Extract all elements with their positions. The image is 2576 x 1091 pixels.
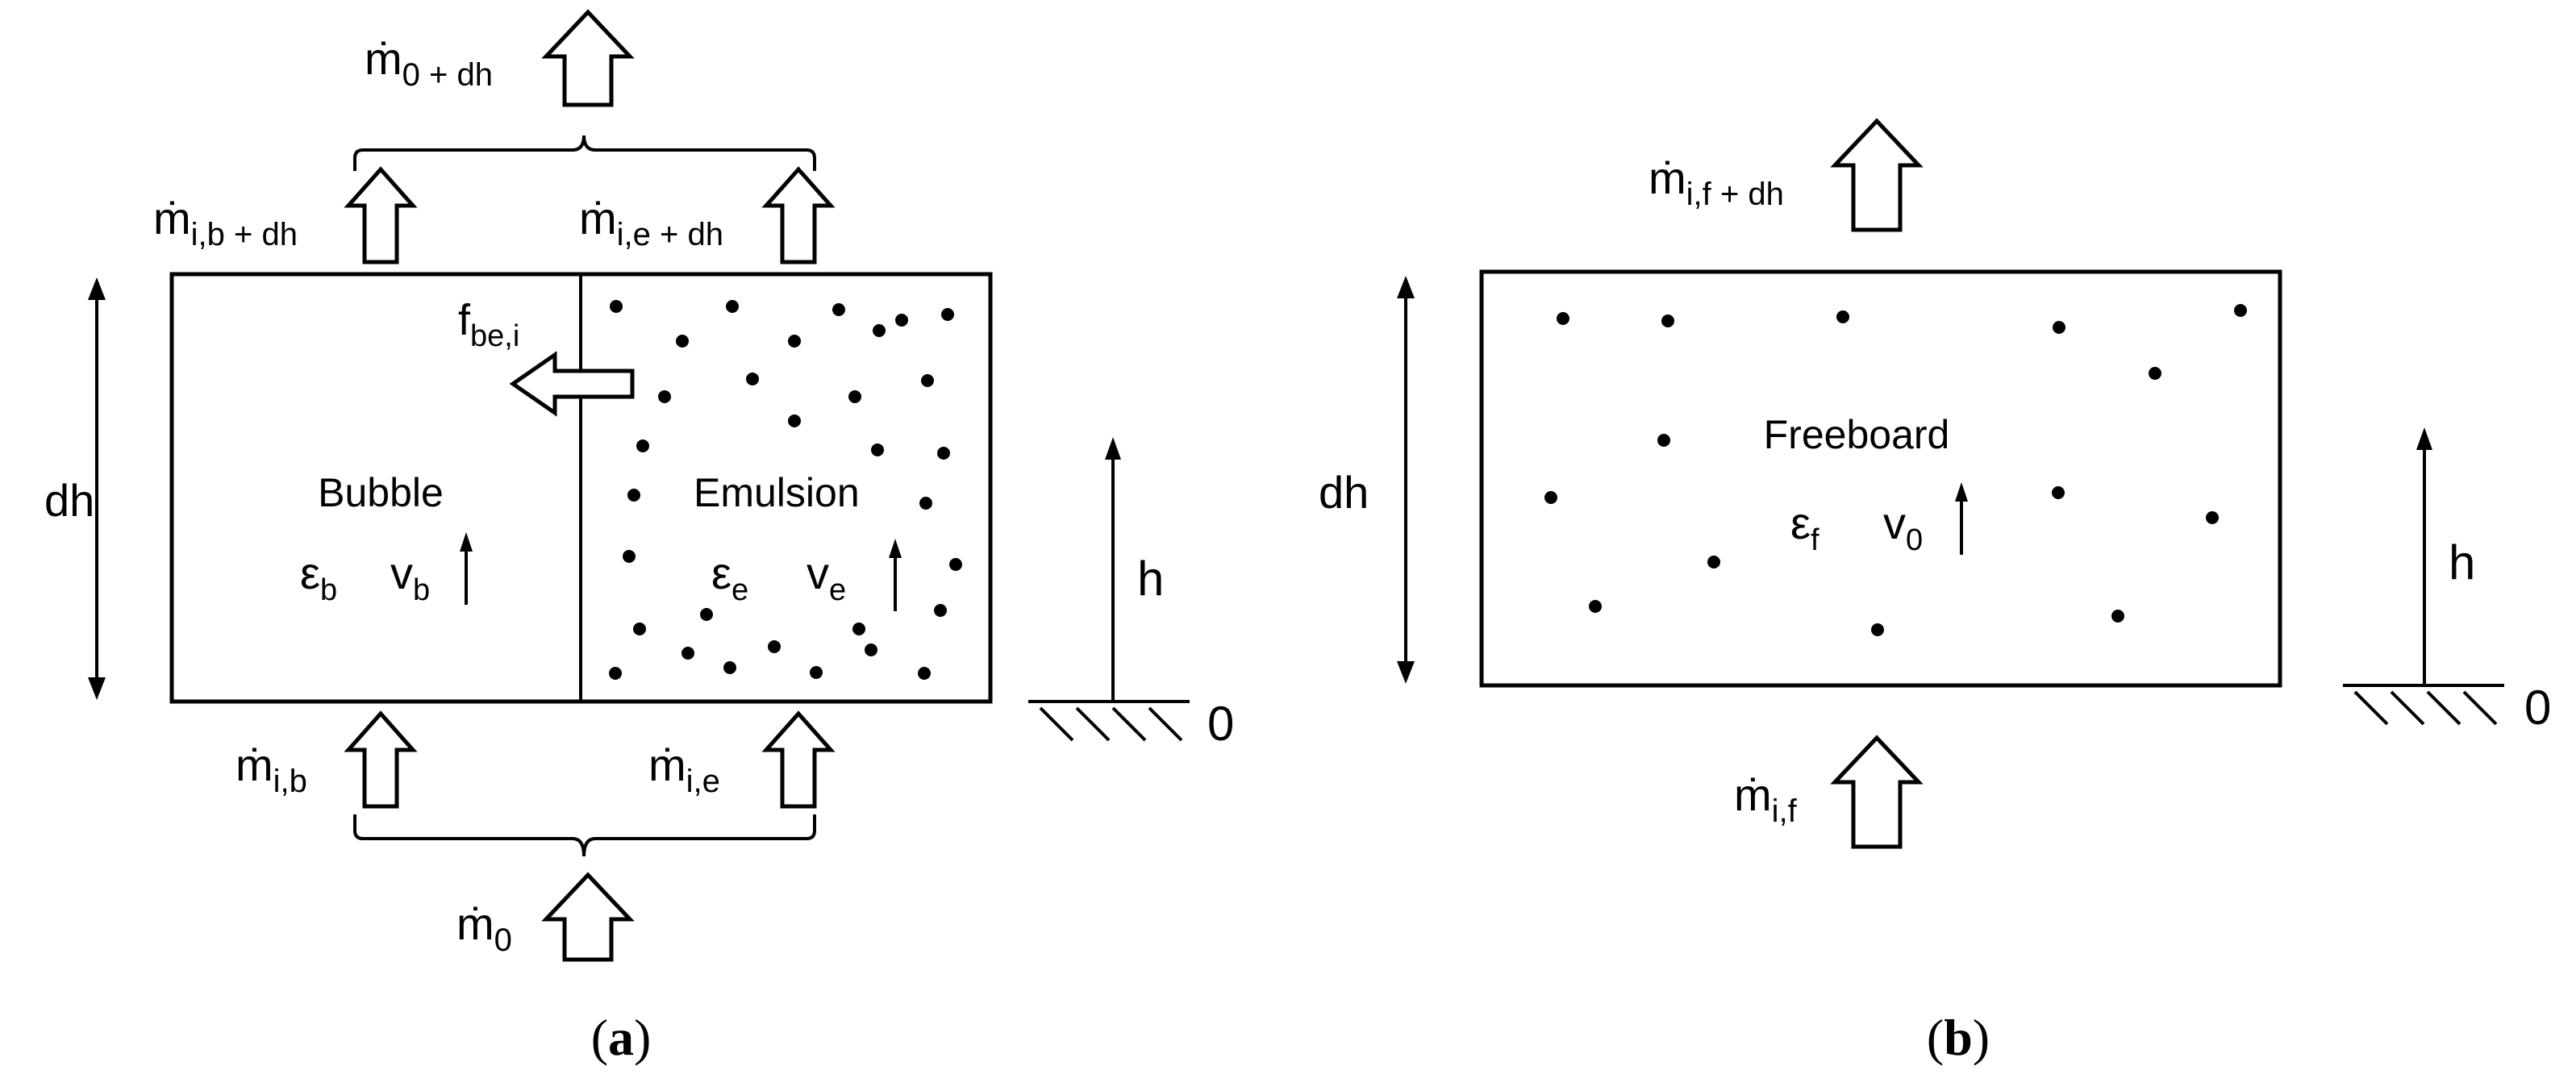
particle-dot — [627, 489, 640, 502]
particle-dot — [610, 300, 623, 313]
particle-dot — [1657, 434, 1670, 447]
bottom-freeboard-flow-label: ṁi,f — [1734, 769, 1798, 829]
particle-dot — [2111, 610, 2124, 623]
particle-dot — [788, 335, 801, 348]
freeboard-box — [1479, 269, 2282, 688]
dh-label-b: dh — [1319, 467, 1369, 518]
particle-dot — [609, 667, 622, 680]
ground-hatch-icon-b — [2343, 684, 2504, 726]
particle-dot — [676, 335, 689, 348]
emulsion-voidage: εe — [711, 548, 748, 607]
particle-dot — [788, 414, 801, 427]
particle-dot — [934, 604, 947, 617]
particle-dot — [2206, 511, 2219, 524]
top-total-flow-arrow-icon — [541, 9, 635, 107]
bottom-total-flow-arrow-icon — [541, 872, 635, 962]
freeboard-voidage: εf — [1790, 498, 1819, 557]
height-axis-arrow-b — [2416, 427, 2432, 685]
freeboard-velocity: v0 — [1883, 498, 1923, 557]
particle-dot — [658, 390, 671, 403]
freeboard-particles — [1544, 304, 2247, 636]
particle-dot — [937, 447, 950, 460]
particle-dot — [2053, 321, 2065, 334]
top-bubble-flow-arrow-icon — [344, 166, 418, 264]
panel-a: dh Bubble εb vb Emulsion εe ve fbe,i — [44, 9, 1234, 1066]
particle-dot — [700, 608, 713, 621]
particle-dot — [2234, 304, 2247, 317]
particle-dot — [852, 623, 865, 635]
particle-dot — [1661, 314, 1674, 327]
top-freeboard-flow-label: ṁi,f + dh — [1649, 152, 1784, 212]
bottom-emulsion-flow-label: ṁi,e — [648, 739, 720, 799]
particle-dot — [810, 666, 823, 679]
height-axis-arrow — [1105, 437, 1121, 702]
bottom-bubble-flow-label: ṁi,b — [236, 739, 307, 799]
height-axis-origin-b: 0 — [2524, 681, 2551, 735]
freeboard-velocity-arrow-icon — [1955, 482, 1968, 555]
particle-dot — [873, 324, 886, 337]
particle-dot — [921, 374, 934, 387]
bottom-total-flow-label: ṁ0 — [456, 898, 512, 958]
top-emulsion-flow-label: ṁi,e + dh — [579, 193, 723, 252]
particle-dot — [746, 373, 759, 385]
particle-dot — [1544, 491, 1557, 504]
dh-dimension-arrow — [88, 277, 106, 700]
transfer-arrow-icon — [509, 351, 635, 417]
particle-dot — [918, 667, 931, 680]
freeboard-label: Freeboard — [1764, 412, 1950, 457]
particle-dot — [871, 443, 884, 456]
particle-dot — [1589, 600, 1602, 613]
panel-b-caption: (b) — [1927, 1009, 1990, 1066]
height-axis-label: h — [1137, 552, 1164, 606]
particle-dot — [895, 314, 908, 327]
panel-a-caption: (a) — [591, 1009, 652, 1066]
particle-dot — [1836, 310, 1849, 323]
particle-dot — [865, 643, 877, 656]
particle-dot — [633, 623, 646, 635]
bubble-velocity-arrow-icon — [460, 532, 473, 605]
top-brace — [353, 135, 816, 171]
particle-dot — [949, 558, 962, 571]
particle-dot — [636, 439, 649, 452]
height-axis-origin: 0 — [1207, 697, 1234, 751]
particle-dot — [1871, 623, 1884, 636]
particle-dot — [1557, 312, 1569, 325]
bottom-bubble-flow-arrow-icon — [344, 710, 418, 809]
particle-dot — [2149, 367, 2161, 380]
top-total-flow-label: ṁ0 + dh — [365, 33, 493, 93]
emulsion-velocity-arrow-icon — [889, 539, 902, 611]
bubble-label: Bubble — [318, 470, 444, 515]
emulsion-velocity: ve — [807, 548, 846, 607]
ground-hatch-icon — [1028, 700, 1190, 742]
top-emulsion-flow-arrow-icon — [761, 166, 836, 264]
top-freeboard-flow-arrow-icon — [1830, 118, 1924, 232]
bubble-voidage: εb — [300, 548, 337, 607]
emulsion-particles — [609, 300, 962, 680]
particle-dot — [768, 640, 781, 653]
bubble-velocity: vb — [390, 548, 430, 607]
emulsion-label: Emulsion — [694, 470, 860, 515]
transfer-label: fbe,i — [458, 296, 519, 353]
dh-label: dh — [44, 475, 94, 526]
panel-b: dh Freeboard εf v0 h 0 ṁi,f + dh — [1319, 118, 2551, 1066]
particle-dot — [832, 303, 845, 316]
particle-dot — [919, 497, 932, 510]
bottom-freeboard-flow-arrow-icon — [1830, 735, 1924, 849]
particle-dot — [623, 550, 636, 563]
particle-dot — [2052, 486, 2065, 499]
particle-dot — [682, 647, 694, 660]
particle-dot — [723, 661, 736, 674]
particle-dot — [941, 308, 954, 321]
particle-dot — [848, 390, 861, 403]
particle-dot — [1707, 556, 1720, 568]
bottom-brace — [353, 814, 816, 857]
top-bubble-flow-label: ṁi,b + dh — [153, 193, 298, 252]
particle-dot — [726, 300, 739, 313]
height-axis-label-b: h — [2449, 535, 2475, 589]
dh-dimension-arrow-b — [1397, 276, 1415, 684]
bottom-emulsion-flow-arrow-icon — [761, 710, 836, 809]
